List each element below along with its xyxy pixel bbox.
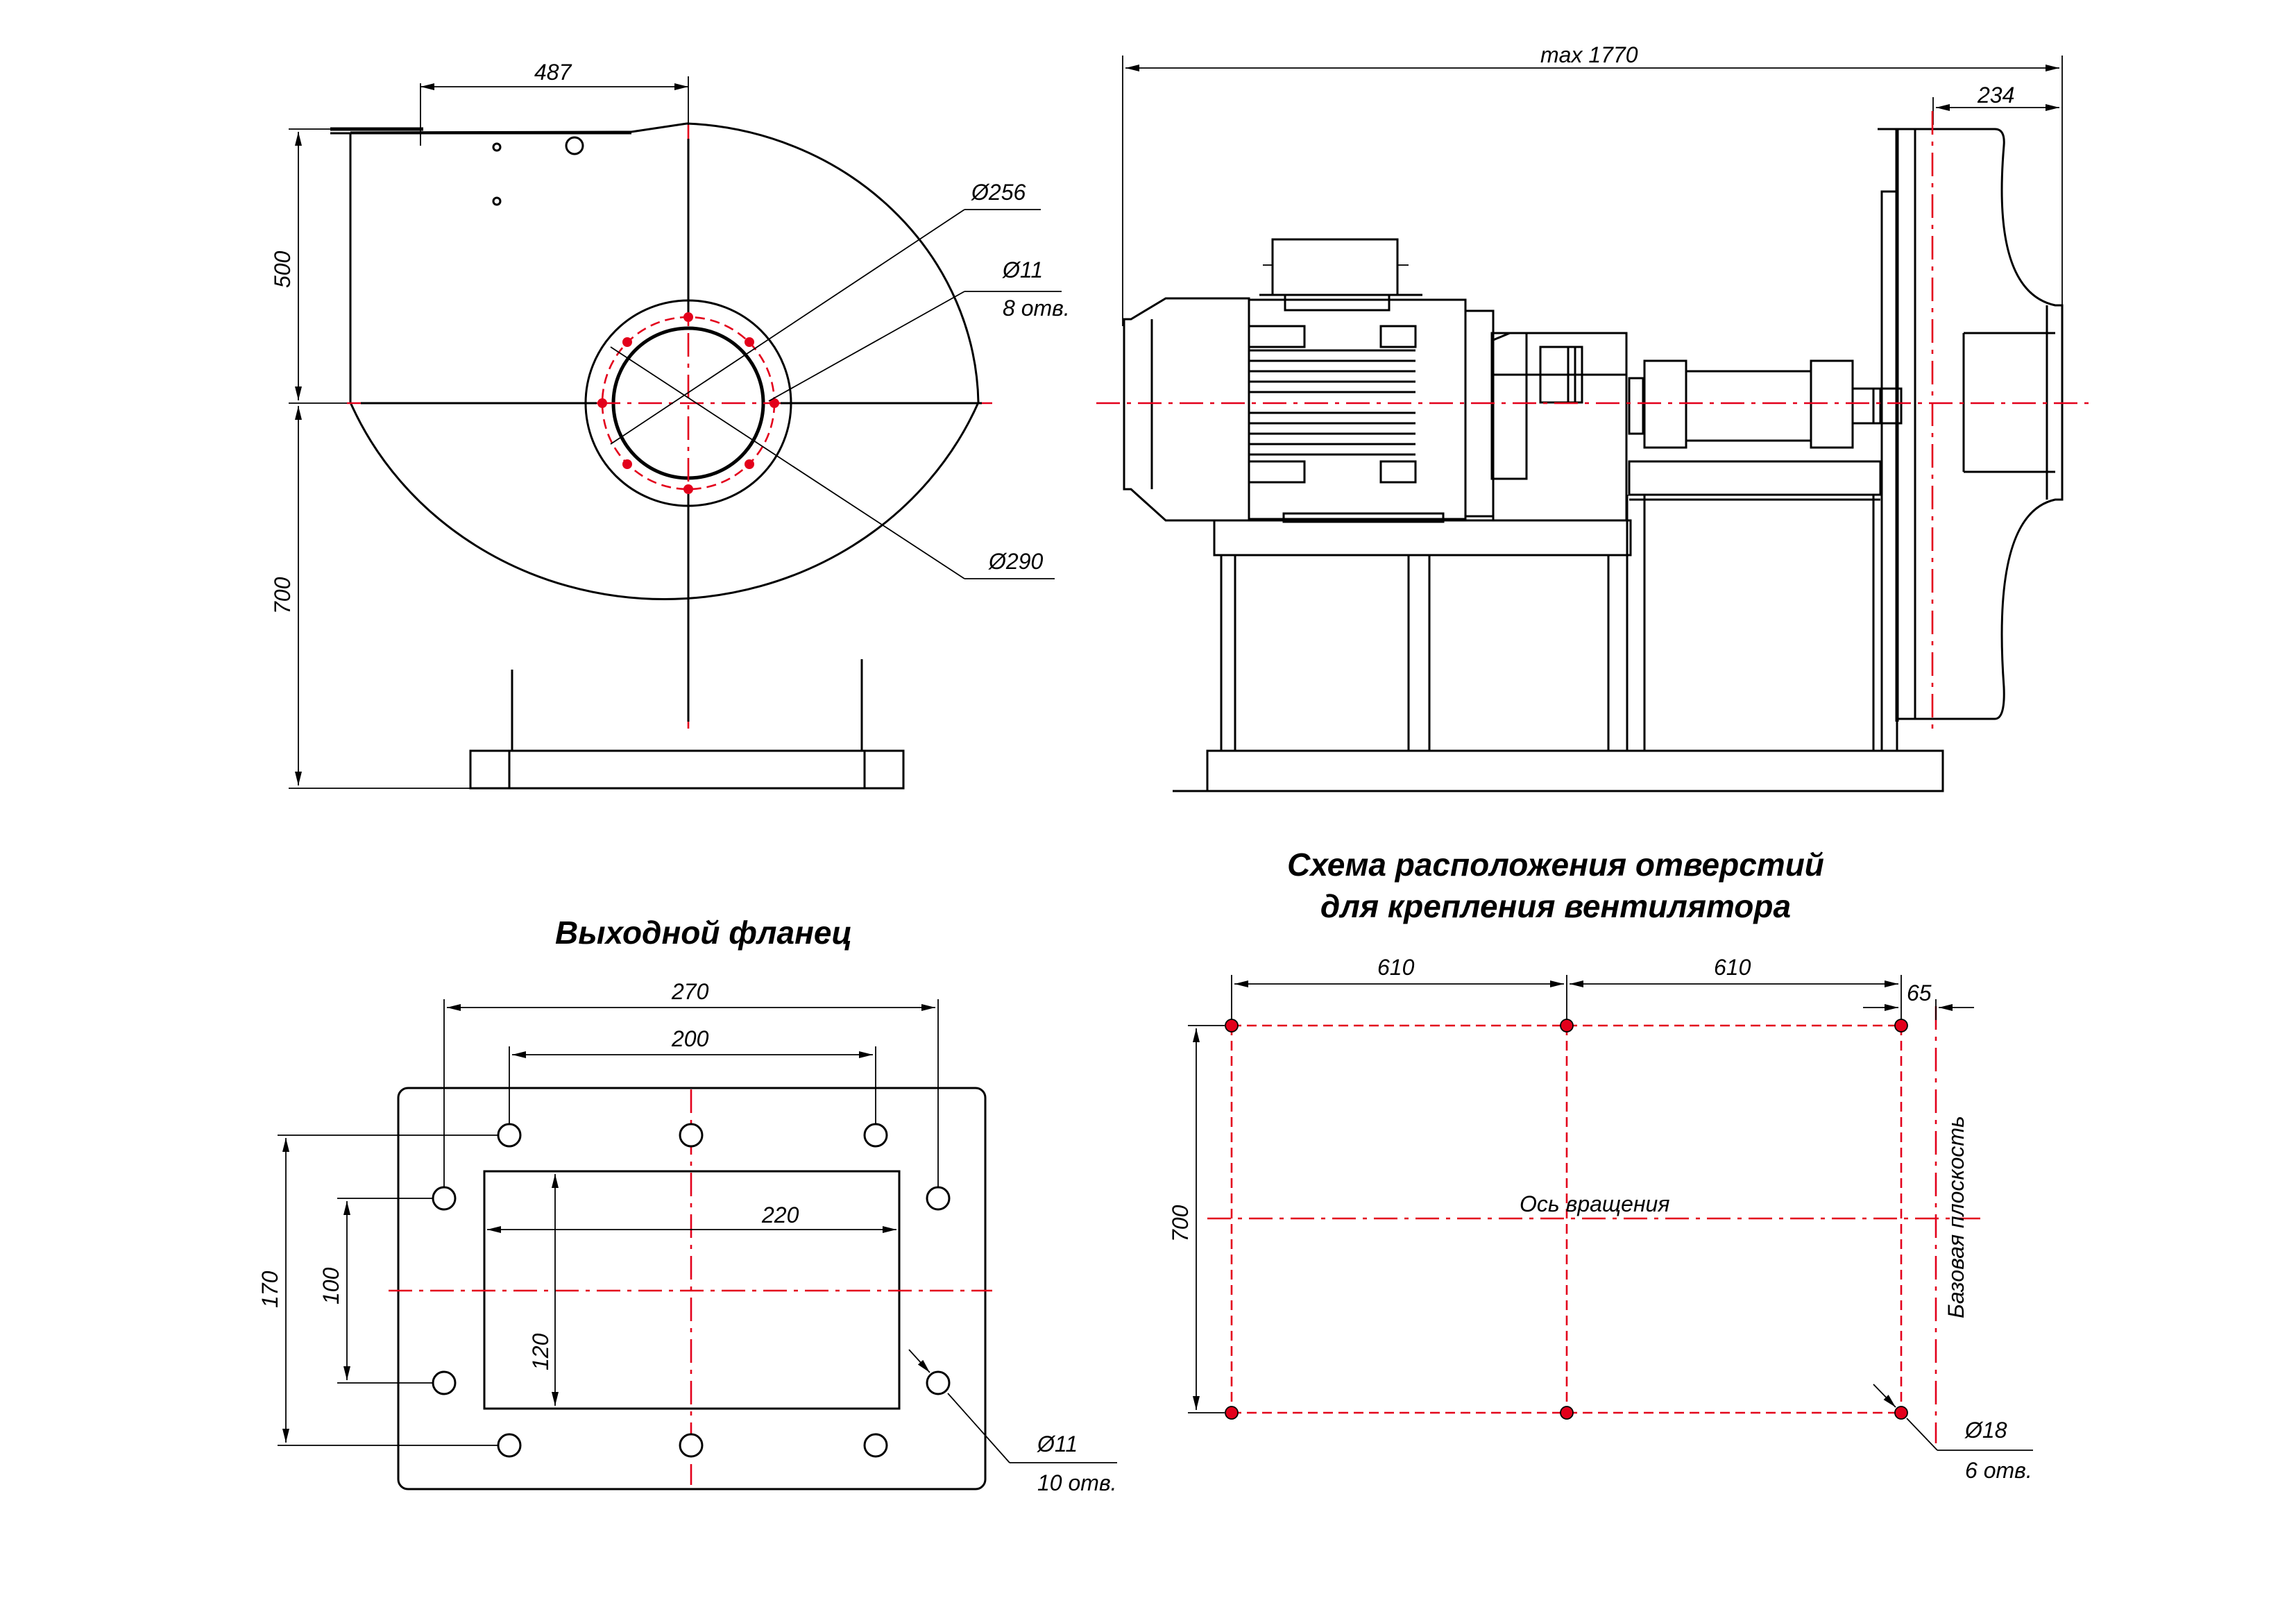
flange-dia-holes-label: Ø11: [1037, 1431, 1078, 1456]
dim-170-label: 170: [257, 1271, 282, 1308]
dim-100-label: 100: [318, 1267, 343, 1305]
outlet-flange-view: Выходной фланец 270 200 220: [257, 915, 1117, 1495]
outlet-flange-title: Выходной фланец: [555, 915, 852, 951]
mount-title-line1: Схема расположения отверстий: [1287, 847, 1824, 883]
support-frame: [1173, 460, 1944, 792]
flange-holes: [432, 1123, 951, 1458]
dim-234-label: 234: [1977, 83, 2014, 108]
volute-housing: [349, 122, 980, 600]
base-plane-label: Базовая плоскость: [1944, 1116, 1968, 1318]
rotation-axis-label: Ось вращения: [1520, 1191, 1669, 1216]
dim-700-mount-label: 700: [1168, 1205, 1193, 1242]
dia-outer-label: Ø290: [988, 549, 1043, 574]
motor-cooling-fins: [1249, 349, 1415, 456]
base-frame: [469, 749, 905, 790]
side-view: max 1770 234: [1096, 42, 2089, 792]
front-view: Ø256 Ø11 8 отв. Ø290 487 500 700: [270, 60, 1070, 790]
electric-motor: [1123, 238, 1495, 523]
dim-610b-label: 610: [1714, 955, 1751, 980]
dim-1770-label: max 1770: [1540, 42, 1638, 67]
dim-65-label: 65: [1907, 980, 1932, 1005]
mounting-scheme-view: Схема расположения отверстий для креплен…: [1168, 847, 2033, 1483]
dim-610a-label: 610: [1377, 955, 1415, 980]
dim-700-label: 700: [270, 577, 295, 614]
dim-500-label: 500: [270, 250, 295, 288]
dia-holes-label: Ø11: [1002, 257, 1043, 282]
bearing-shaft-assembly: [1628, 359, 1903, 449]
holes-count-label: 8 отв.: [1003, 296, 1070, 321]
dim-200-label: 200: [671, 1026, 709, 1051]
dim-220-label: 220: [761, 1203, 799, 1227]
dim-487-label: 487: [534, 60, 572, 85]
mount-title-line2: для крепления вентилятора: [1320, 888, 1791, 924]
dim-270-label: 270: [671, 979, 709, 1004]
dia-inner-label: Ø256: [971, 180, 1026, 205]
dim-120-label: 120: [528, 1333, 553, 1370]
mount-holes-count-label: 6 отв.: [1965, 1458, 2032, 1483]
flange-holes-count-label: 10 отв.: [1037, 1470, 1117, 1495]
mount-dia-holes-label: Ø18: [1964, 1418, 2007, 1443]
fan-housing-side: [1878, 128, 2064, 752]
housing-hole: [565, 136, 584, 155]
coupling-guard: [1490, 332, 1628, 522]
flange-plate: [397, 1087, 987, 1490]
